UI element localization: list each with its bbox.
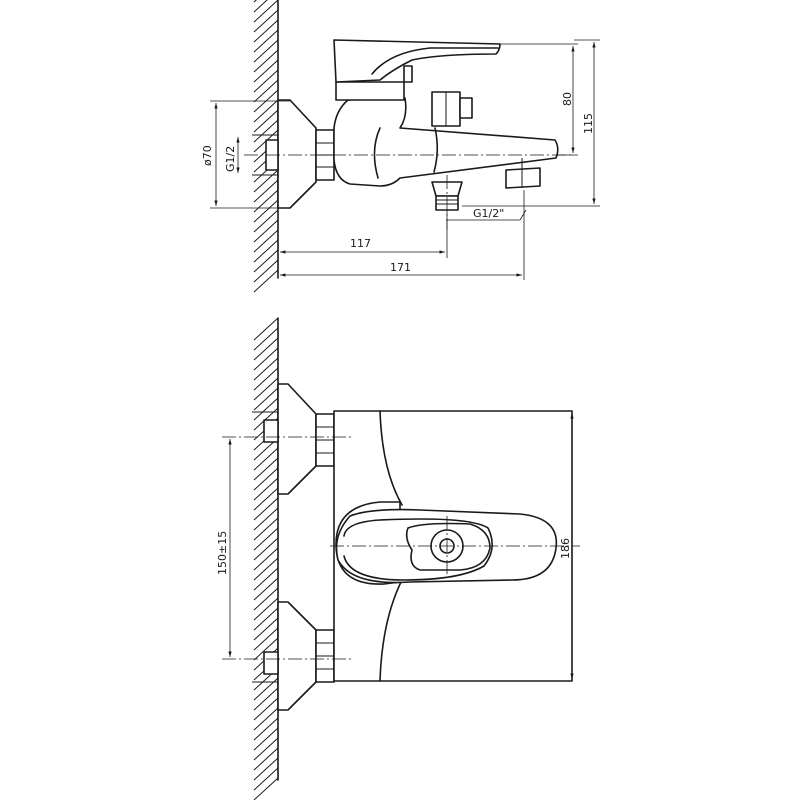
hatch-line — [253, 737, 279, 761]
hatch-line — [253, 777, 279, 800]
outlet-thread-label: G1/2" — [473, 207, 504, 220]
spout-lower-edge — [379, 579, 403, 682]
upper-flange — [277, 383, 317, 495]
hatch-line — [253, 39, 279, 63]
front-view — [222, 317, 580, 800]
spout-height-label: 80 — [561, 92, 574, 106]
hatch-line — [253, 397, 279, 421]
hatch-line — [253, 717, 279, 741]
dim-outlet-distance: 117 — [280, 210, 448, 258]
hatch-line — [253, 517, 279, 541]
hatch-line — [253, 677, 279, 701]
hatch-line — [253, 229, 279, 253]
dim-body-height: 186 — [559, 413, 574, 679]
inlet-spacing-label: 150±15 — [216, 531, 229, 575]
lower-flange — [277, 601, 317, 711]
hatch-line — [253, 757, 279, 781]
wall-hatch-bottom — [253, 317, 279, 800]
hatch-line — [253, 79, 279, 103]
outlet-distance-label: 117 — [350, 237, 371, 250]
side-view — [244, 0, 572, 293]
hatch-line — [253, 199, 279, 223]
hatch-line — [253, 347, 279, 371]
hatch-line — [253, 607, 279, 631]
hatch-line — [253, 179, 279, 203]
hatch-line — [253, 239, 279, 263]
hatch-line — [253, 457, 279, 481]
hatch-line — [253, 9, 279, 33]
hatch-line — [253, 537, 279, 561]
hatch-line — [253, 767, 279, 791]
hatch-line — [253, 587, 279, 611]
hatch-line — [253, 727, 279, 751]
aerator — [505, 167, 541, 189]
hatch-line — [253, 169, 279, 193]
hatch-line — [253, 249, 279, 273]
dim-spout-reach: 171 — [280, 190, 525, 280]
dim-total-height: 115 — [462, 39, 600, 207]
hatch-line — [253, 29, 279, 53]
hatch-line — [253, 447, 279, 471]
hatch-line — [253, 567, 279, 591]
hatch-line — [253, 387, 279, 411]
hatch-line — [253, 697, 279, 721]
hatch-line — [253, 557, 279, 581]
hatch-line — [253, 547, 279, 571]
dim-inlet-thread: G1/2 — [224, 137, 240, 173]
hatch-line — [253, 357, 279, 381]
total-height-label: 115 — [582, 113, 595, 134]
hatch-line — [253, 497, 279, 521]
hatch-line — [253, 627, 279, 651]
hatch-line — [253, 19, 279, 43]
hatch-line — [253, 487, 279, 511]
hatch-line — [253, 597, 279, 621]
hatch-line — [253, 617, 279, 641]
dim-outlet-thread: G1/2" — [446, 207, 527, 221]
hatch-line — [253, 367, 279, 391]
hatch-line — [253, 69, 279, 93]
spout-upper-edge — [379, 410, 403, 506]
dim-spout-height: 80 — [500, 43, 578, 156]
hatch-line — [253, 219, 279, 243]
inlet-thread-label: G1/2 — [224, 146, 237, 172]
hatch-line — [253, 707, 279, 731]
hatch-line — [253, 687, 279, 711]
hatch-line — [253, 577, 279, 601]
lever-handle-side — [333, 39, 501, 83]
cartridge-housing — [335, 81, 405, 101]
hatch-line — [253, 59, 279, 83]
hatch-line — [253, 337, 279, 361]
hatch-line — [253, 747, 279, 771]
hatch-line — [253, 259, 279, 283]
hatch-line — [253, 527, 279, 551]
hatch-line — [253, 0, 268, 13]
hatch-line — [253, 637, 279, 661]
hatch-line — [253, 119, 279, 143]
dim-inlet-spacing: 150±15 — [216, 439, 232, 657]
hatch-line — [253, 189, 279, 213]
wall-flange-top — [277, 99, 317, 209]
hatch-line — [253, 377, 279, 401]
hatch-line — [253, 0, 279, 23]
body-height-label: 186 — [559, 538, 572, 559]
hatch-line — [253, 507, 279, 531]
dim-pipe-diameter: ø70 — [201, 100, 290, 209]
hatch-line — [253, 269, 279, 293]
hatch-line — [253, 99, 279, 123]
hatch-line — [253, 477, 279, 501]
hatch-line — [253, 327, 279, 351]
hatch-line — [253, 467, 279, 491]
hatch-line — [253, 49, 279, 73]
hatch-line — [253, 109, 279, 133]
pipe-diameter-label: ø70 — [201, 145, 214, 166]
spout-reach-label: 171 — [390, 261, 411, 274]
hatch-line — [253, 209, 279, 233]
hatch-line — [253, 317, 279, 341]
spout-joint — [373, 127, 381, 179]
